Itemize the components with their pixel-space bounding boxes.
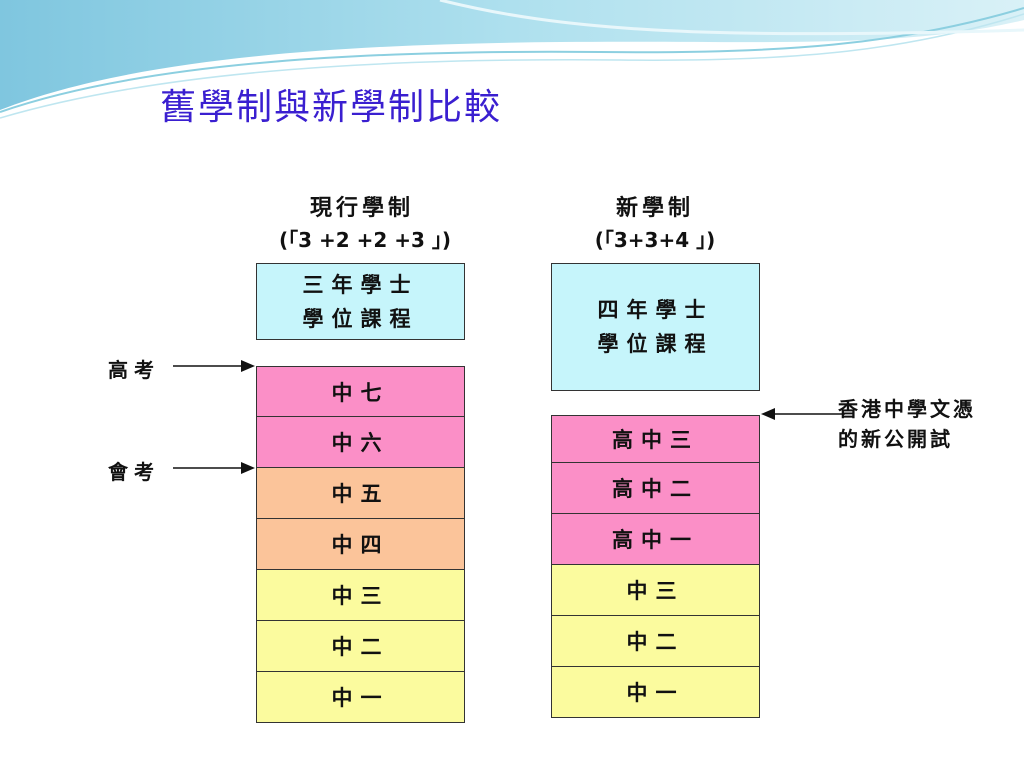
current-level-1: 中七 [256, 366, 465, 417]
new-degree-line-1: 四年學士 [597, 298, 714, 322]
current-degree-box: 三年學士 學位課程 [256, 263, 465, 340]
new-level-2: 高中二 [551, 463, 760, 514]
new-level-6: 中一 [551, 667, 760, 718]
exam-label-dse: 香港中學文憑 的新公開試 [838, 394, 976, 454]
exam-label-alevel: 高考 [108, 358, 160, 382]
current-level-3: 中五 [256, 468, 465, 519]
new-level-4: 中三 [551, 565, 760, 616]
current-system-subheading: (「3 +2 +2 +3 」) [278, 228, 452, 252]
current-system-heading: 現行學制 [309, 196, 414, 221]
new-degree-line-2: 學位課程 [597, 332, 714, 356]
arrow-alevel-icon [173, 360, 255, 372]
arrow-cee-icon [173, 462, 255, 474]
current-level-5: 中三 [256, 570, 465, 621]
exam-label-dse-line-2: 的新公開試 [838, 427, 953, 451]
new-system-subheading: (「3+3+4 」) [594, 228, 716, 252]
new-level-5: 中二 [551, 616, 760, 667]
current-level-7: 中一 [256, 672, 465, 723]
new-level-3: 高中一 [551, 514, 760, 565]
exam-label-cee: 會考 [108, 460, 160, 484]
current-level-6: 中二 [256, 621, 465, 672]
current-level-4: 中四 [256, 519, 465, 570]
header-wave-decoration [0, 0, 1024, 119]
current-degree-line-2: 學位課程 [302, 306, 419, 331]
comparison-diagram: 現行學制 (「3 +2 +2 +3 」) 三年學士 學位課程 中七 中六 中五 … [95, 184, 1024, 729]
slide-title: 舊學制與新學制比較 [160, 87, 503, 128]
new-levels-stack: 高中三 高中二 高中一 中三 中二 中一 [551, 415, 760, 718]
current-degree-line-1: 三年學士 [302, 272, 419, 297]
exam-label-dse-line-1: 香港中學文憑 [838, 397, 976, 421]
new-level-1: 高中三 [551, 415, 760, 463]
new-degree-box: 四年學士 學位課程 [551, 263, 760, 391]
new-system-heading: 新學制 [615, 196, 694, 221]
arrow-dse-icon [761, 408, 845, 420]
current-levels-stack: 中七 中六 中五 中四 中三 中二 中一 [256, 366, 465, 723]
current-level-2: 中六 [256, 417, 465, 468]
